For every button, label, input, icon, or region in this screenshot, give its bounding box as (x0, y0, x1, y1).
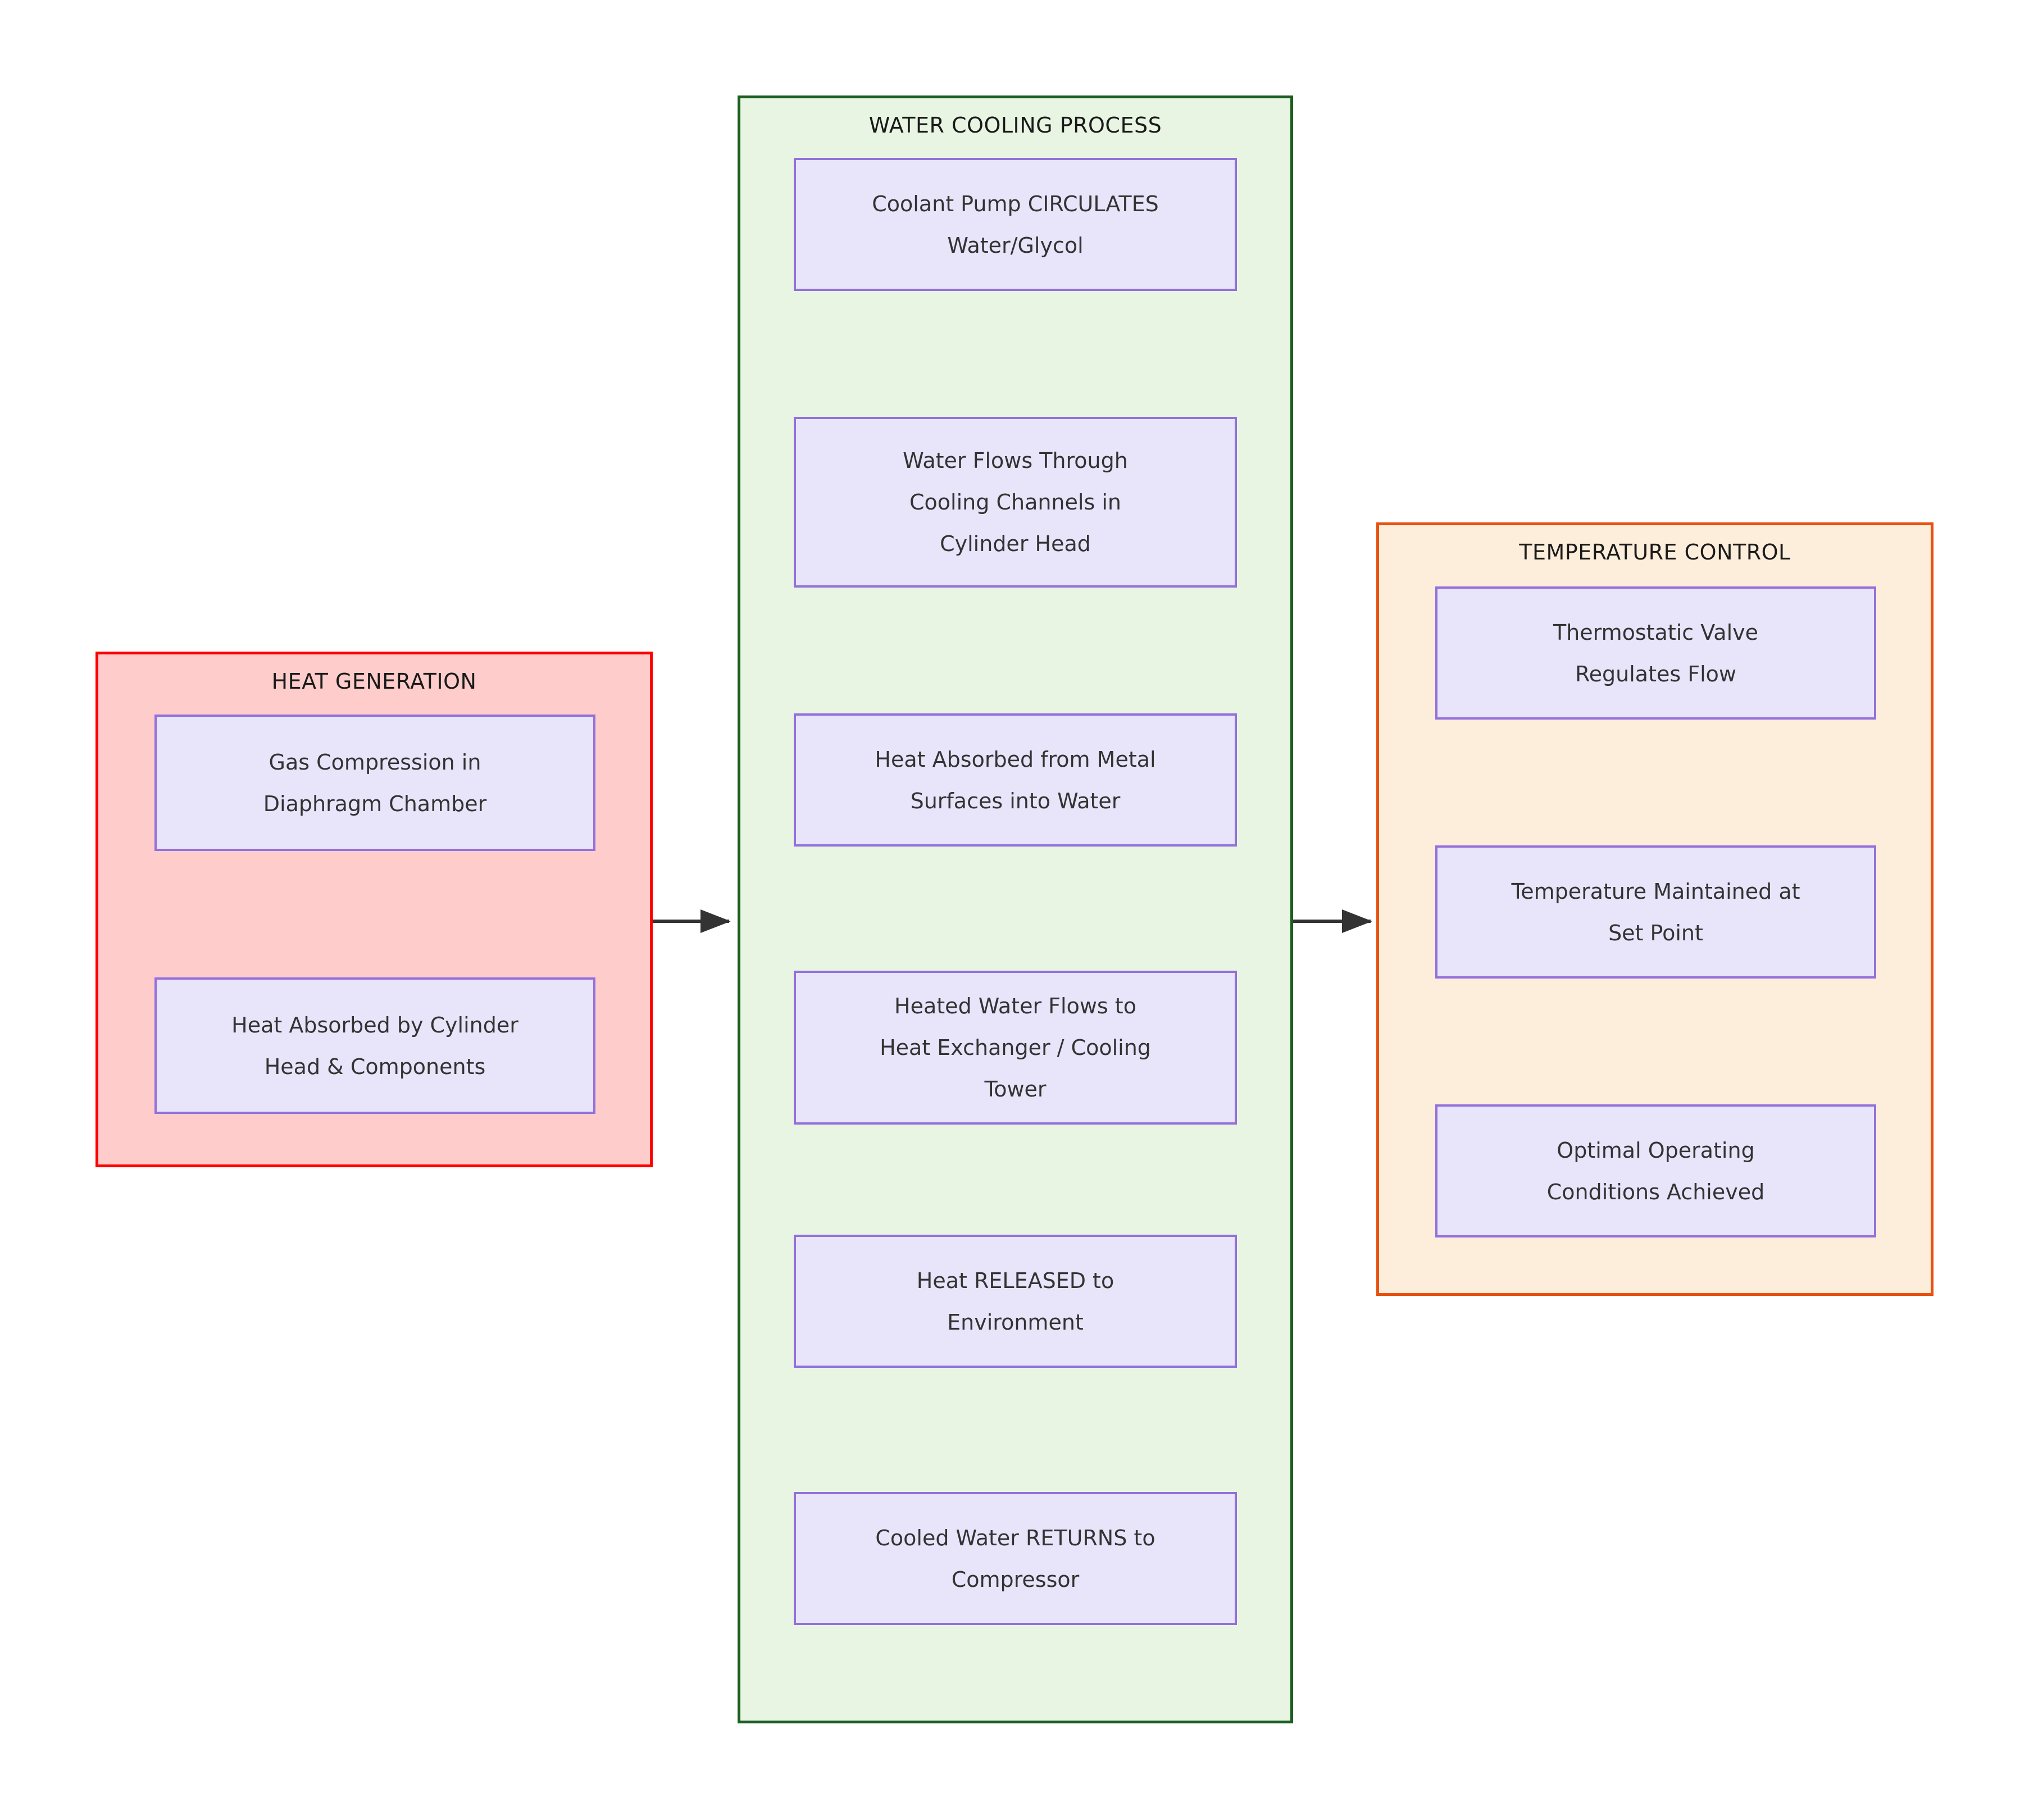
node-label-heat-absorbed-metal: Heat Absorbed from Metal Surfaces into W… (875, 747, 1156, 813)
cluster-title-heat-generation: HEAT GENERATION (271, 669, 477, 694)
node-label-heat-released: Heat RELEASED to Environment (916, 1268, 1114, 1335)
node-label-temperature-maintained: Temperature Maintained at Set Point (1511, 879, 1800, 945)
node-water-flows-channels[interactable]: Water Flows Through Cooling Channels in … (794, 417, 1237, 588)
node-heat-absorbed-cylinder[interactable]: Heat Absorbed by Cylinder Head & Compone… (154, 977, 595, 1114)
node-label-gas-compression: Gas Compression in Diaphragm Chamber (263, 749, 487, 816)
node-label-coolant-pump: Coolant Pump CIRCULATES Water/Glycol (872, 191, 1159, 258)
node-gas-compression[interactable]: Gas Compression in Diaphragm Chamber (154, 715, 595, 851)
node-label-thermostatic-valve: Thermostatic Valve Regulates Flow (1553, 620, 1759, 686)
node-heated-water-exchanger[interactable]: Heated Water Flows to Heat Exchanger / C… (794, 971, 1237, 1125)
node-label-heat-absorbed-cylinder: Heat Absorbed by Cylinder Head & Compone… (231, 1012, 518, 1079)
node-label-cooled-water-returns: Cooled Water RETURNS to Compressor (875, 1525, 1155, 1592)
node-optimal-conditions[interactable]: Optimal Operating Conditions Achieved (1435, 1104, 1876, 1237)
node-label-water-flows-channels: Water Flows Through Cooling Channels in … (903, 448, 1128, 556)
node-temperature-maintained[interactable]: Temperature Maintained at Set Point (1435, 845, 1876, 979)
node-cooled-water-returns[interactable]: Cooled Water RETURNS to Compressor (794, 1492, 1237, 1625)
node-label-heated-water-exchanger: Heated Water Flows to Heat Exchanger / C… (880, 994, 1151, 1102)
node-heat-released[interactable]: Heat RELEASED to Environment (794, 1235, 1237, 1368)
cluster-title-temperature-control: TEMPERATURE CONTROL (1519, 540, 1791, 565)
node-heat-absorbed-metal[interactable]: Heat Absorbed from Metal Surfaces into W… (794, 713, 1237, 847)
node-label-optimal-conditions: Optimal Operating Conditions Achieved (1546, 1138, 1765, 1204)
cluster-title-water-cooling-process: WATER COOLING PROCESS (868, 113, 1162, 138)
node-thermostatic-valve[interactable]: Thermostatic Valve Regulates Flow (1435, 586, 1876, 720)
node-coolant-pump[interactable]: Coolant Pump CIRCULATES Water/Glycol (794, 158, 1237, 291)
cluster-water-cooling-process[interactable]: WATER COOLING PROCESS (738, 95, 1293, 1723)
